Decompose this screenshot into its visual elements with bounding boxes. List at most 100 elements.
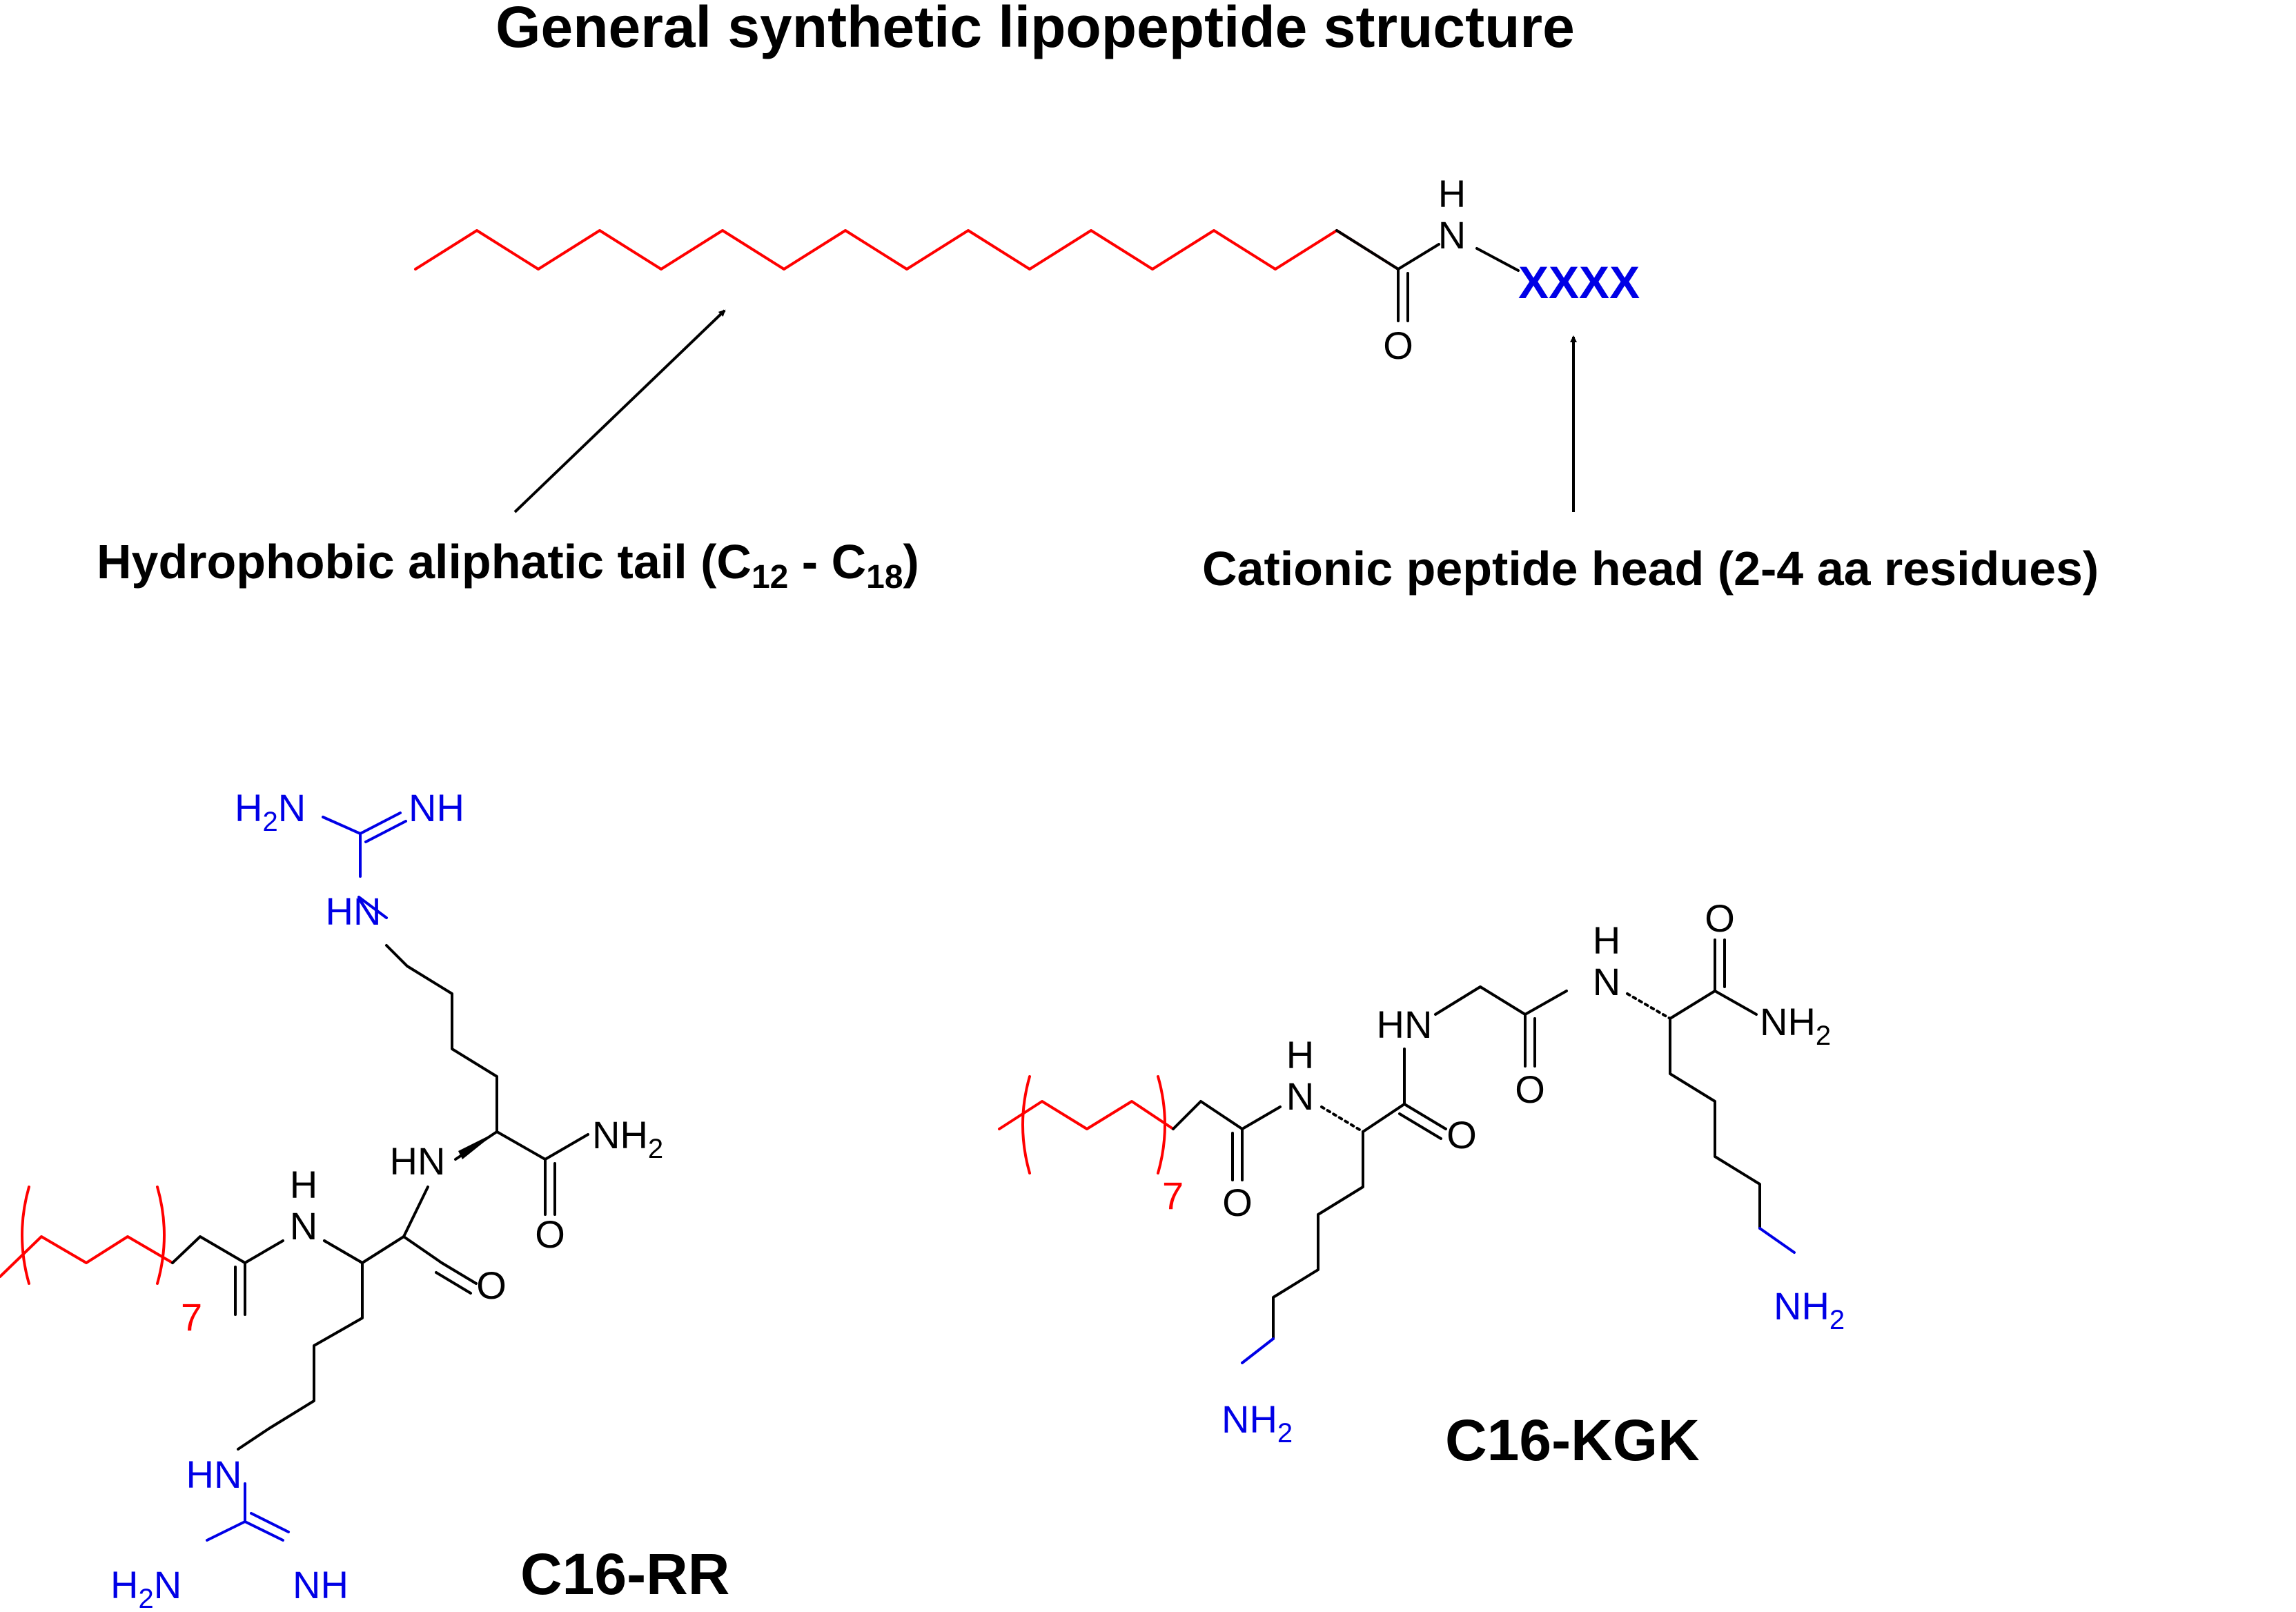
amide-h-label: H: [1438, 172, 1466, 215]
c16kgk-lys2-nh2-bond: [1758, 1227, 1796, 1254]
c16rr-ca1-stereo: [323, 1239, 364, 1264]
c16rr-lower-guan-left: [206, 1520, 246, 1542]
general-structure: H N O XXXX Hydrophobic aliphatic tail (C…: [97, 172, 2099, 596]
c16rr-upper-h2n-2: 2: [262, 807, 277, 837]
c16rr-carbonyl2-dbl: [440, 1261, 478, 1285]
c16kgk-lys2-sidechain: [1669, 1017, 1761, 1230]
amide-n-label: N: [1438, 213, 1466, 257]
peptide-residues-label: XXXX: [1518, 257, 1640, 308]
c16rr-lower-h2n-h: H: [110, 1563, 138, 1606]
c16kgk-lys2-nh2: NH2: [1774, 1284, 1845, 1335]
tail-label: Hydrophobic aliphatic tail (C12 - C18): [97, 535, 919, 596]
c16rr-upper-nh-bond: [357, 896, 388, 919]
c16rr-lower-guan-right: [244, 1520, 284, 1542]
c16rr-terminal-n: N: [592, 1113, 620, 1157]
tail-label-text: Hydrophobic aliphatic tail (C: [97, 535, 752, 589]
c16rr-tail-chain: [0, 1235, 174, 1278]
c16kgk-terminal-nh: NH: [1760, 1000, 1816, 1043]
c16rr-n1-h: H: [290, 1163, 317, 1206]
c16kgk-n3-h: H: [1593, 918, 1620, 962]
tail-label-mid: - C: [788, 535, 866, 589]
c16rr-repeat-bracket-right: [156, 1186, 166, 1285]
c16rr-repeat-bracket-left: [21, 1186, 30, 1285]
c16rr-o2: O: [476, 1264, 507, 1307]
c16rr-c2-n2: [402, 1186, 429, 1238]
c16kgk-o4: O: [1705, 896, 1735, 940]
c16kgk-lys1-sidechain: [1272, 1130, 1364, 1340]
c16rr-upper-guan-right: [359, 812, 402, 835]
tail-label-end: ): [903, 535, 919, 589]
c16kgk-amide1: [1241, 1105, 1282, 1130]
c16kgk-n1: N: [1286, 1074, 1314, 1118]
c16rr-amide1: [244, 1239, 284, 1264]
c16kgk-o3: O: [1515, 1068, 1545, 1111]
c16kgk-gly: [1434, 985, 1527, 1016]
c16kgk-repeat-bracket-left: [1021, 1075, 1031, 1174]
c16kgk-ca3-c: [1669, 990, 1716, 1020]
c16kgk-lys1-2: 2: [1277, 1418, 1293, 1448]
c16rr-lower-h2n-2: 2: [138, 1584, 153, 1612]
c16rr-upper-guan-right-dbl: [364, 820, 407, 843]
c16kgk-lys2-2: 2: [1829, 1305, 1845, 1335]
c16rr-name: C16-RR: [520, 1542, 729, 1606]
c16rr-terminal-h: H: [620, 1113, 647, 1157]
c16rr-upper-h2n-h: H: [235, 786, 262, 829]
c16rr-hn2: HN: [390, 1139, 446, 1183]
tail-label-sub2: 18: [866, 559, 903, 596]
amide-bond: [1335, 229, 1400, 271]
c16kgk-hn2: HN: [1377, 1003, 1433, 1046]
c16kgk-lys1-nh: NH: [1221, 1397, 1277, 1441]
c16kgk-repeat-count: 7: [1162, 1174, 1184, 1217]
c-n-bond: [1397, 243, 1440, 271]
c16-rr-structure: 7 H N O HN O NH2 HN H2N NH HN: [0, 786, 729, 1612]
c16rr-upper-nh: NH: [409, 786, 464, 829]
c16kgk-c4-nh2: [1714, 990, 1758, 1016]
c16rr-upper-guan-left: [322, 816, 362, 835]
c16rr-lower-h2n: H2N: [110, 1563, 181, 1612]
aliphatic-tail-chain: [414, 229, 1400, 271]
n-head-bond: [1475, 247, 1520, 272]
tail-arrow: [513, 309, 726, 513]
c16-kgk-structure: 7 O H N O HN O H N O NH2 NH2: [998, 896, 1845, 1473]
c16kgk-name: C16-KGK: [1445, 1408, 1700, 1473]
c16kgk-ca1-c: [1362, 1103, 1406, 1133]
c16rr-upper-hn: HN: [326, 889, 382, 933]
c16rr-ca2-c: [495, 1130, 547, 1216]
c16rr-lower-guan-right-dbl: [250, 1512, 290, 1533]
c16rr-repeat-count: 7: [181, 1295, 202, 1339]
c16rr-upper-h2n-n: N: [278, 786, 306, 829]
c16rr-lower-sidechain: [237, 1261, 364, 1451]
c16rr-upper-sidechain: [385, 944, 498, 1133]
c16kgk-n3-ca: [1626, 992, 1671, 1020]
c16kgk-terminal-amide: NH2: [1760, 1000, 1831, 1051]
c16rr-carbonyl2-dbl2: [435, 1271, 472, 1295]
c16kgk-carbonyl2-dbl: [1398, 1112, 1442, 1140]
c16rr-terminal-amide: NH2: [592, 1113, 663, 1164]
c16kgk-repeat-bracket-right: [1157, 1075, 1166, 1174]
c16kgk-lys1-nh2: NH2: [1221, 1397, 1293, 1448]
c16kgk-lys1-nh2-bond: [1241, 1337, 1275, 1364]
c16rr-ca2-wedge: [458, 1132, 497, 1159]
c16rr-c3-nh2: [544, 1133, 589, 1161]
c16rr-lower-h2n-n: N: [154, 1563, 181, 1606]
c16kgk-n1-h: H: [1286, 1033, 1314, 1077]
c16rr-n1: N: [290, 1204, 317, 1248]
c16kgk-n3: N: [1593, 960, 1620, 1003]
c16kgk-backbone-a: [1172, 1100, 1244, 1130]
c16kgk-o2: O: [1446, 1113, 1477, 1157]
figure-title: General synthetic lipopeptide structure: [495, 0, 1575, 59]
c16kgk-c3-n3: [1524, 990, 1568, 1016]
c16rr-ca1-c: [361, 1235, 443, 1264]
head-label: Cationic peptide head (2-4 aa residues): [1202, 542, 2099, 596]
c16kgk-terminal-2: 2: [1816, 1021, 1831, 1051]
c16kgk-carbonyl2: [1403, 1103, 1447, 1130]
c16kgk-tail-chain: [998, 1100, 1175, 1130]
c16rr-lower-hn: HN: [186, 1453, 242, 1496]
c16rr-upper-h2n: H2N: [235, 786, 306, 837]
c16kgk-o1: O: [1222, 1181, 1253, 1224]
c16kgk-n1-ca: [1320, 1105, 1364, 1133]
c16rr-terminal-2: 2: [648, 1134, 663, 1164]
c16rr-lower-nh: NH: [293, 1563, 349, 1606]
carbonyl-o-label: O: [1383, 324, 1413, 367]
